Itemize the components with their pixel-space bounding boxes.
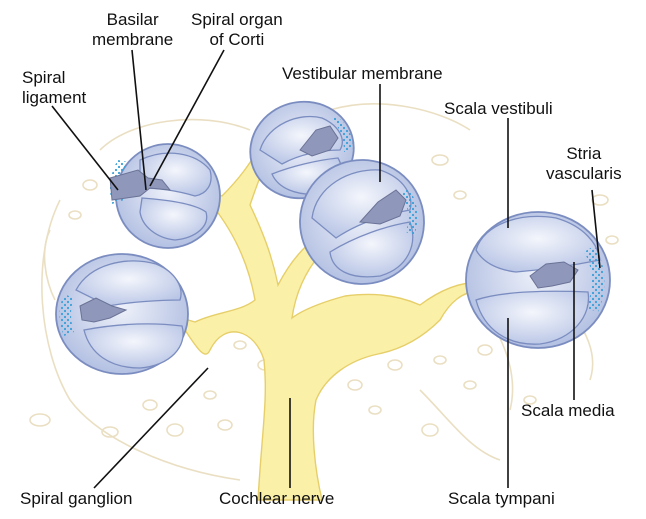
label-spiral-organ-of-corti: Spiral organ of Corti bbox=[191, 10, 283, 50]
cochlear-turn-right bbox=[466, 212, 610, 348]
label-scala-media: Scala media bbox=[521, 401, 615, 421]
label-scala-tympani: Scala tympani bbox=[448, 489, 555, 509]
label-spiral-ganglion: Spiral ganglion bbox=[20, 489, 132, 509]
label-stria-vascularis: Stria vascularis bbox=[546, 144, 622, 184]
label-spiral-ligament: Spiral ligament bbox=[22, 68, 86, 108]
label-basilar-membrane: Basilar membrane bbox=[92, 10, 173, 50]
cochlear-turn-lower-left bbox=[56, 254, 188, 374]
label-cochlear-nerve: Cochlear nerve bbox=[219, 489, 334, 509]
label-vestibular-membrane: Vestibular membrane bbox=[282, 64, 443, 84]
label-scala-vestibuli: Scala vestibuli bbox=[444, 99, 553, 119]
